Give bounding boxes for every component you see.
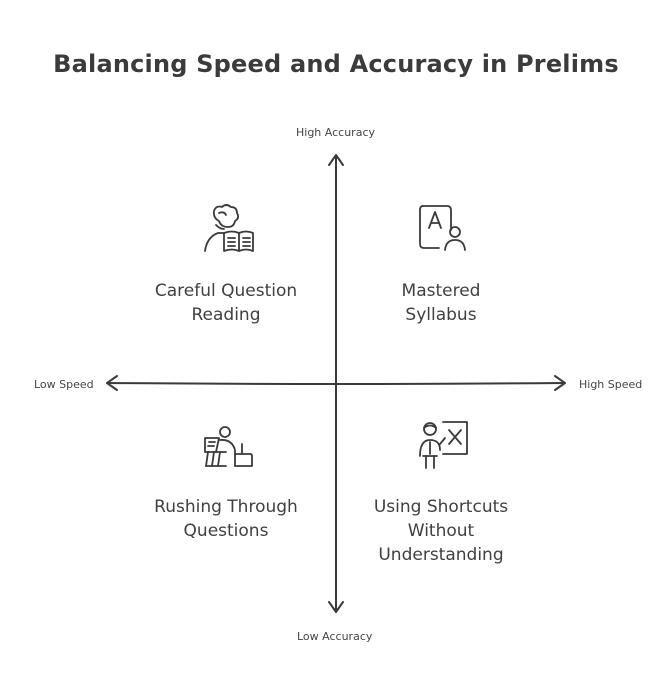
quadrant-label-top-right-line1: Mastered [401,281,481,301]
vertical-axis-arrow-top [328,154,344,166]
quadrant-label-bottom-right-line3: Understanding [378,545,504,565]
quadrant-label-top-right-line2: Syllabus [405,305,477,325]
quadrant-label-bottom-left-line2: Questions [183,521,269,541]
person-typing-laptop-icon [204,426,253,467]
diagram-title: Balancing Speed and Accuracy in Prelims [53,50,619,78]
quadrant-label-bottom-right-line2: Without [407,521,475,541]
horizontal-axis-arrow-right [554,375,566,391]
vertical-axis-arrow-bottom [328,601,344,613]
quadrant-label-bottom-right: Using Shortcuts Without Understanding [341,495,541,567]
quadrant-label-bottom-left: Rushing Through Questions [126,495,326,543]
person-with-document-icon [419,205,466,251]
axis-label-high-accuracy: High Accuracy [296,126,375,139]
axis-label-high-speed: High Speed [579,378,643,391]
vertical-axis-line [335,156,338,612]
quadrant-label-top-left-line2: Reading [191,305,261,325]
horizontal-axis-arrow-left [106,375,118,391]
person-reading-book-icon [204,204,254,252]
quadrant-label-top-left: Careful Question Reading [126,279,326,327]
axis-label-low-accuracy: Low Accuracy [297,630,373,643]
person-with-wrong-board-icon [419,421,468,469]
horizontal-axis-line [107,382,565,385]
quadrant-label-bottom-left-line1: Rushing Through [154,497,298,517]
quadrant-label-bottom-right-line1: Using Shortcuts [373,497,509,517]
axis-label-low-speed: Low Speed [34,378,94,391]
quadrant-label-top-right: Mastered Syllabus [341,279,541,327]
quadrant-label-top-left-line1: Careful Question [154,281,298,301]
